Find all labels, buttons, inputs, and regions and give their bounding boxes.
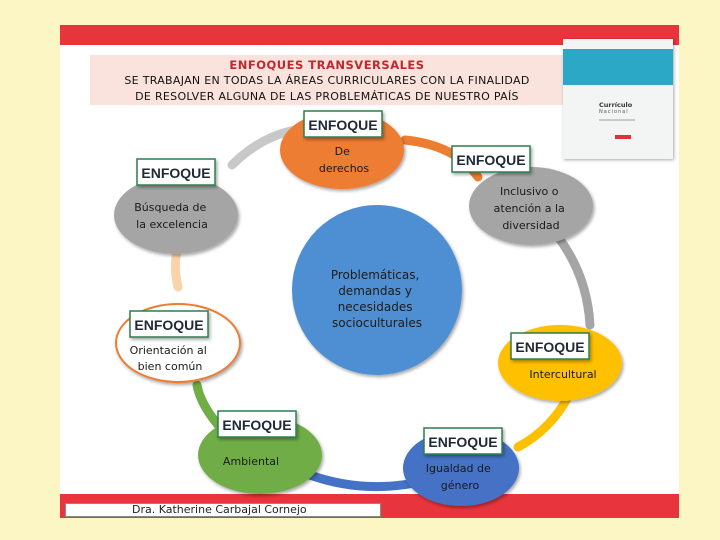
enfoque-tag-label: ENFOQUE — [222, 417, 291, 433]
node-label-line: Búsqueda de — [134, 201, 206, 214]
center-line-2: demandas y — [338, 284, 412, 298]
enfoque-tag-label: ENFOQUE — [515, 339, 584, 355]
node-label: Ambiental — [223, 455, 279, 468]
node-label-line: bien común — [138, 360, 203, 373]
node-label-line: Inclusivo o — [500, 185, 559, 198]
node-label-line: diversidad — [502, 219, 559, 232]
node-label: Intercultural — [529, 368, 596, 381]
node-orientacion: ENFOQUE Orientación al bien común — [116, 304, 240, 382]
slide: ENFOQUES TRANSVERSALES SE TRABAJAN EN TO… — [60, 25, 679, 518]
node-label-line: Intercultural — [529, 368, 596, 381]
enfoque-tag-label: ENFOQUE — [456, 152, 525, 168]
node-derechos: ENFOQUE De derechos — [280, 111, 404, 189]
node-label: Inclusivo o atención a la diversidad — [494, 185, 569, 232]
node-label-line: Igualdad de — [426, 462, 491, 475]
enfoque-tag-label: ENFOQUE — [141, 165, 210, 181]
arc-intercultural-igualdad — [518, 397, 568, 447]
arc-ambiental-orientacion — [197, 385, 218, 425]
center-line-1: Problemáticas, — [331, 268, 419, 282]
arc-igualdad-ambiental — [310, 475, 415, 487]
arc-inclusivo-intercultural — [555, 233, 590, 325]
enfoque-tag-label: ENFOQUE — [134, 317, 203, 333]
enfoque-tag-label: ENFOQUE — [428, 434, 497, 450]
node-igualdad: ENFOQUE Igualdad de género — [403, 428, 519, 506]
node-inclusivo: ENFOQUE Inclusivo o atención a la divers… — [452, 146, 593, 245]
node-label-line: derechos — [319, 162, 370, 175]
node-intercultural: ENFOQUE Intercultural — [498, 325, 622, 401]
enfoque-tag-label: ENFOQUE — [308, 117, 377, 133]
enfoques-cycle-diagram: Problemáticas, demandas y necesidades so… — [60, 25, 679, 518]
node-label-line: género — [441, 479, 480, 492]
center-line-3: necesidades — [338, 300, 413, 314]
node-label-line: Orientación al — [130, 344, 207, 357]
node-label-line: Ambiental — [223, 455, 279, 468]
node-label-line: la excelencia — [136, 218, 208, 231]
node-busqueda: ENFOQUE Búsqueda de la excelencia — [114, 159, 238, 254]
author-credit: Dra. Katherine Carbajal Cornejo — [65, 503, 381, 517]
center-line-4: socioculturales — [332, 316, 422, 330]
node-label-line: De — [335, 145, 350, 158]
node-ellipse — [114, 176, 238, 254]
node-label-line: atención a la — [494, 202, 565, 215]
